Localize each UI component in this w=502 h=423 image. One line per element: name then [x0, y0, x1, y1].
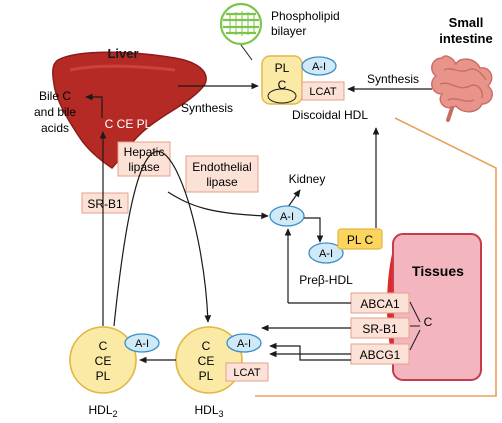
hepatic-lipase-line2: lipase	[128, 160, 160, 174]
hdl3-lcat-label: LCAT	[233, 367, 261, 379]
a1-to-prebeta-arrow	[304, 217, 324, 243]
phospholipid-label-line2: bilayer	[271, 24, 306, 38]
hdl3-a1-label: A-I	[237, 338, 251, 350]
discoidal-hdl-particle	[261, 55, 303, 105]
hdl2-a1-oval	[124, 333, 160, 353]
tissue-c-label: C	[424, 315, 433, 329]
synthesis-intestine-label: Synthesis	[367, 72, 419, 86]
hepatic-lipase-line1: Hepatic	[124, 145, 165, 159]
prebeta-plc-box	[337, 228, 383, 250]
hdl3-a1-oval	[226, 333, 262, 353]
discoidal-hdl-label: Discoidal HDL	[292, 108, 368, 122]
abcg1-lower-connector	[269, 342, 351, 361]
discoidal-a1-label: A-I	[312, 61, 326, 73]
liver-title: Liver	[107, 46, 138, 61]
liver-contents-label: C CE PL	[105, 117, 152, 131]
discoidal-lcat-box	[301, 81, 345, 101]
bile-label-line3: acids	[41, 121, 69, 135]
small-intestine-title-line1: Small	[449, 15, 484, 30]
discoidal-lcat-label: LCAT	[309, 86, 337, 98]
tissue-c-branch-lines	[409, 301, 421, 351]
tissues-label: Tissues	[412, 263, 464, 279]
phospholipid-label-line1: Phospholipid	[271, 9, 340, 23]
liver-srb1-box	[81, 192, 129, 214]
endothelial-lipase-line1: Endothelial	[192, 160, 251, 174]
discoidal-c-label: C	[278, 78, 287, 92]
hdl2-particle	[69, 326, 137, 394]
hdl3-lcat-box	[225, 362, 269, 382]
a1-to-kidney-arrow	[287, 189, 301, 208]
hdl2-title: HDL2	[88, 403, 117, 419]
bile-label-line1: Bile C	[39, 89, 71, 103]
hdl3-ce-label: CE	[198, 354, 215, 368]
prebeta-hdl-label: Preβ-HDL	[299, 273, 353, 287]
small-intestine-organ	[431, 55, 493, 122]
hdl2-pl-label: PL	[96, 369, 111, 383]
liver-to-bile-arrow	[85, 93, 103, 118]
small-intestine-title-line2: intestine	[439, 31, 492, 46]
hdl2-c-label: C	[99, 339, 108, 353]
discoidal-pl-label: PL	[275, 61, 290, 75]
hepatic-lipase-box	[117, 141, 171, 177]
hdl3-c-label: C	[202, 339, 211, 353]
liver-srb1-label: SR-B1	[87, 197, 123, 211]
hdl3-pl-label: PL	[199, 369, 214, 383]
prebeta-plc-label: PL C	[347, 233, 374, 247]
discoidal-a1-oval	[301, 56, 337, 76]
bilayer-to-discoidal-line	[240, 44, 253, 61]
synthesis-liver-label: Synthesis	[181, 101, 233, 115]
bile-label-line2: and bile	[34, 105, 76, 119]
kidney-label: Kidney	[289, 172, 326, 186]
abca1-label: ABCA1	[360, 297, 400, 311]
hdl3-title: HDL3	[194, 403, 223, 419]
abcg1-label: ABCG1	[360, 348, 401, 362]
hdl2-a1-label: A-I	[135, 338, 149, 350]
liver-organ	[52, 51, 207, 169]
prebeta-a1-label: A-I	[319, 248, 333, 260]
endothelial-lipase-box	[185, 155, 259, 193]
hdl2-ce-label: CE	[95, 354, 112, 368]
hepatic-lipase-hdl2-to-hdl3-curve	[113, 150, 212, 327]
endothelial-lipase-to-a1-arrow	[167, 191, 269, 220]
endothelial-lipase-line2: lipase	[206, 175, 238, 189]
free-a1-oval	[269, 205, 305, 227]
phospholipid-bilayer-icon	[219, 2, 263, 46]
free-a1-label: A-I	[280, 211, 294, 223]
orange-connector-line	[255, 117, 497, 397]
tissue-srb1-label: SR-B1	[362, 322, 398, 336]
prebeta-a1-oval	[308, 242, 344, 264]
